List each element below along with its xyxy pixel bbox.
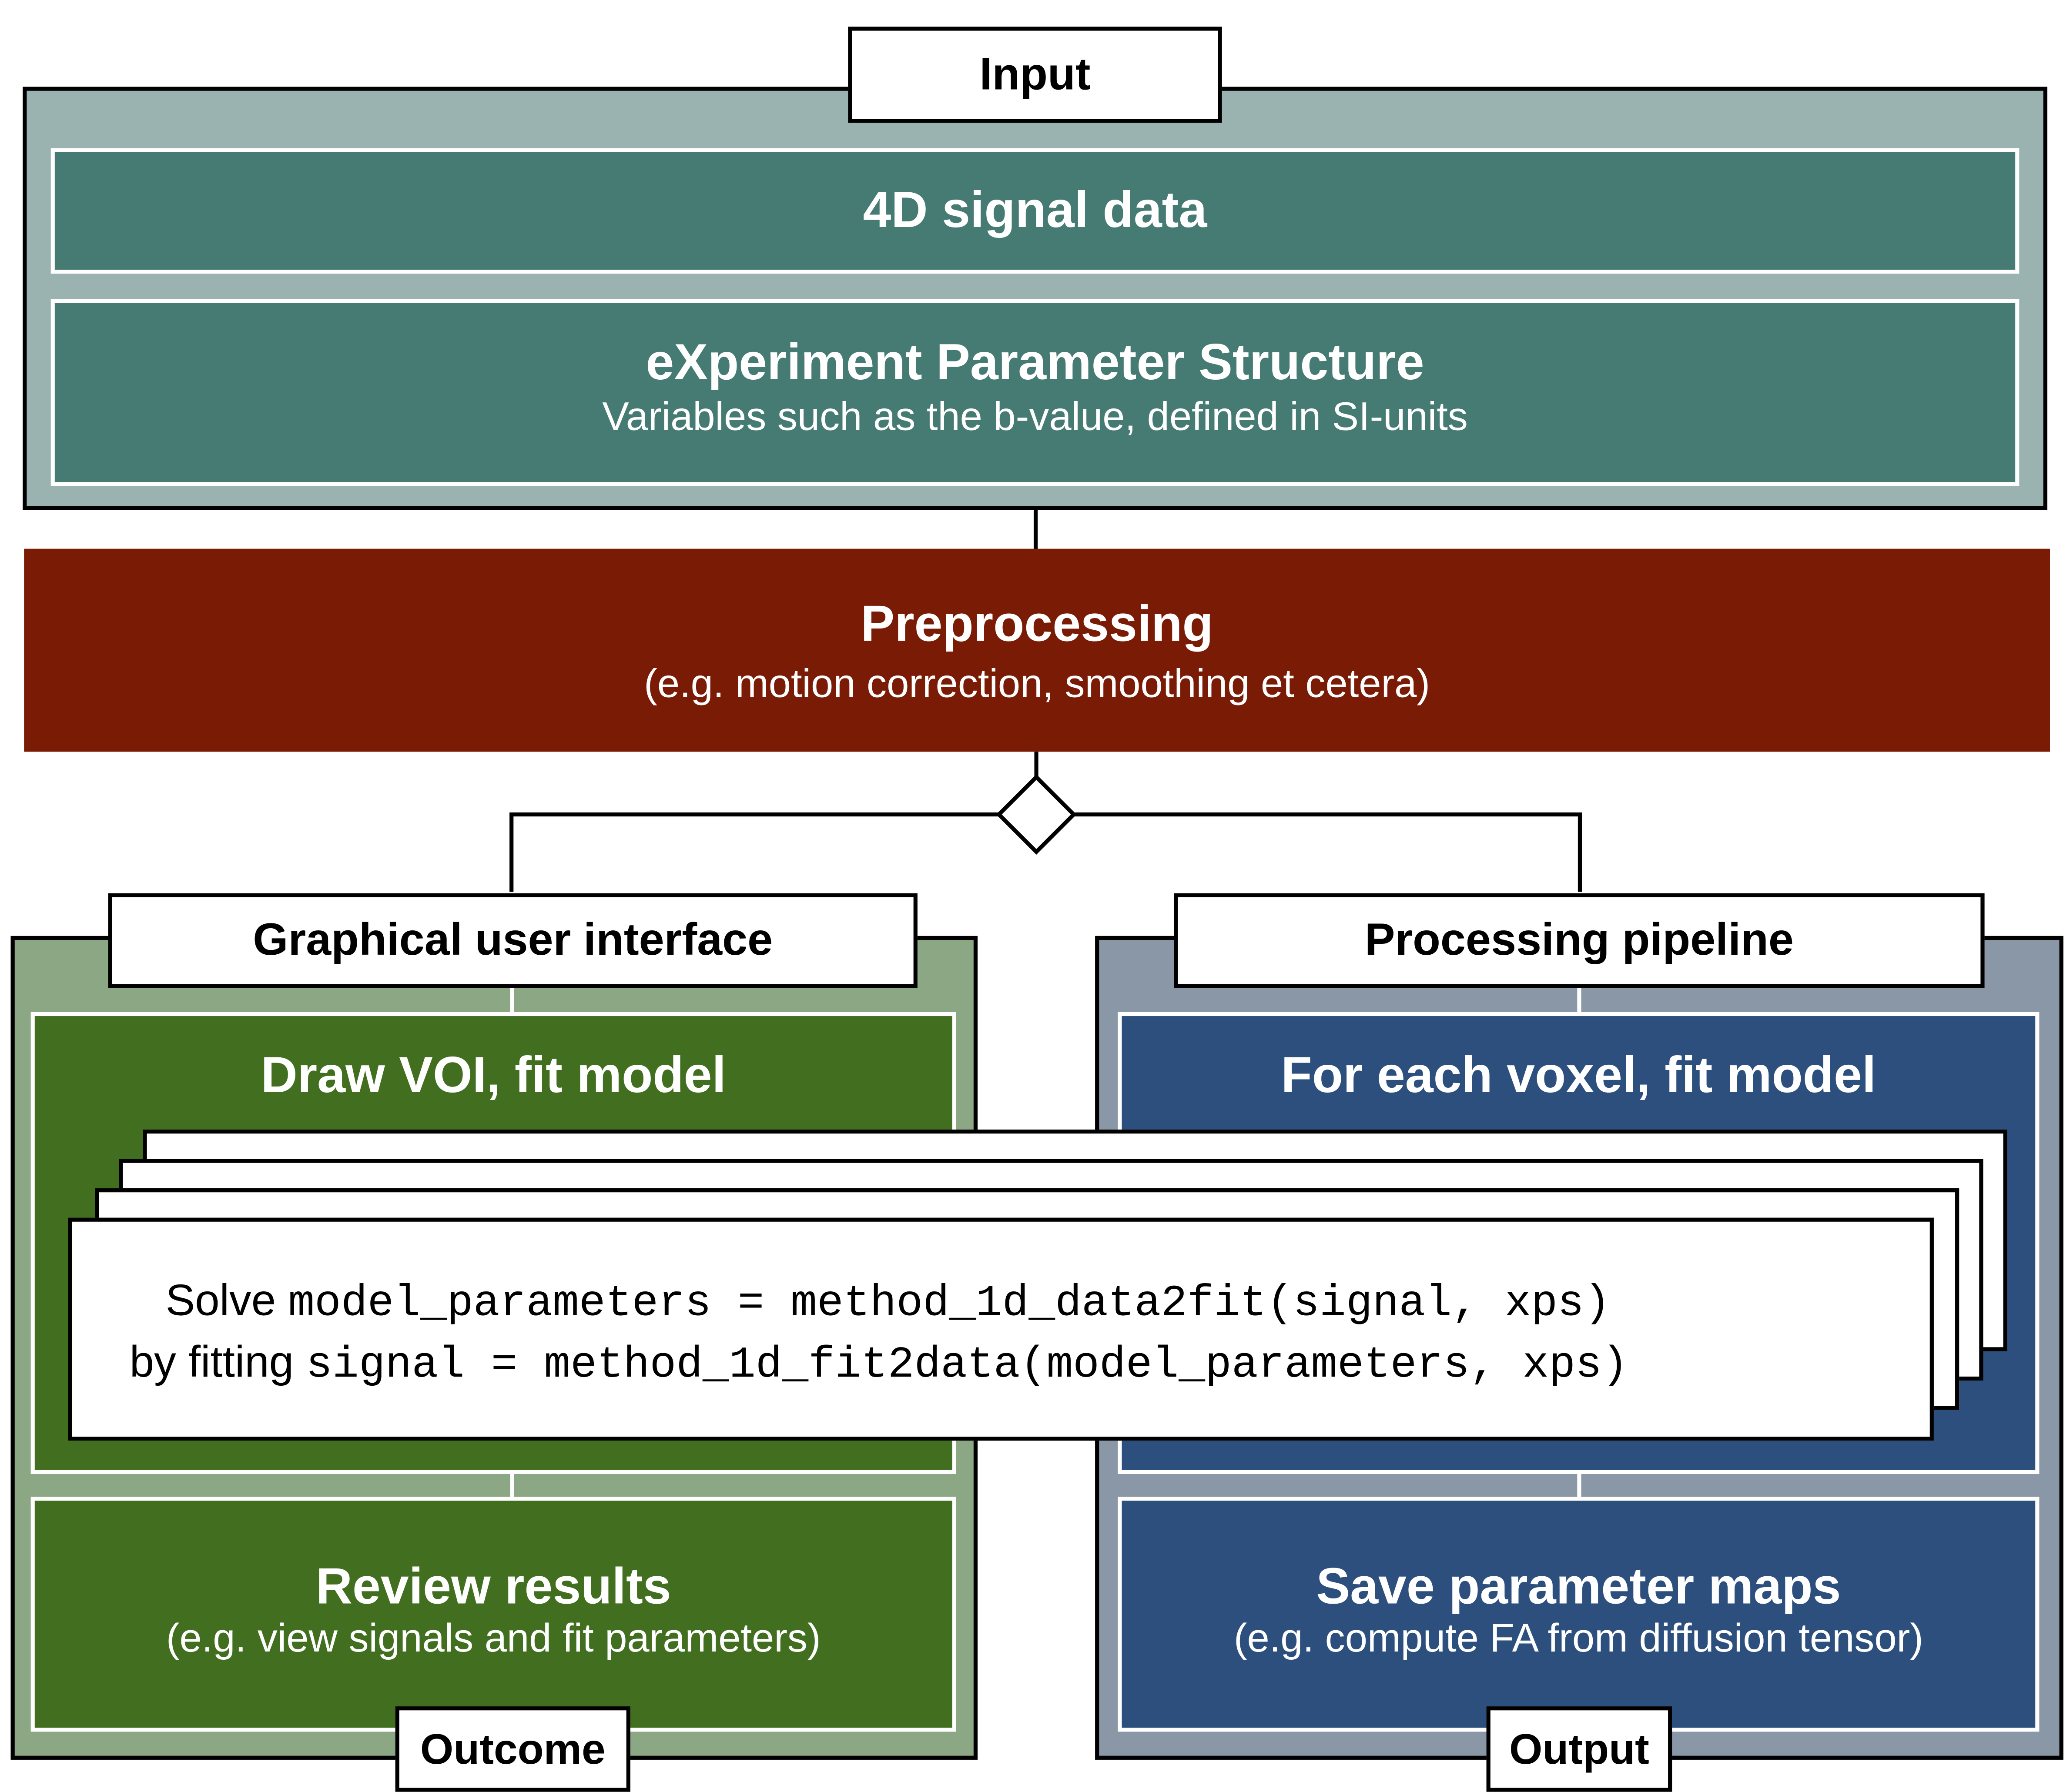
gui-tab-label: Graphical user interface <box>253 914 773 966</box>
pipeline-connector-top <box>1577 985 1581 1015</box>
pipeline-fit-title: For each voxel, fit model <box>1281 1048 1876 1104</box>
pipeline-connector-mid <box>1577 1471 1581 1501</box>
solver-line-1-prefix: Solve <box>165 1275 276 1325</box>
signal-data-title: 4D signal data <box>863 182 1207 238</box>
gui-fit-title: Draw VOI, fit model <box>261 1048 726 1104</box>
input-tab-label: Input <box>979 49 1091 100</box>
xps-subtitle: Variables such as the b-value, defined i… <box>602 395 1468 439</box>
xps-box: eXperiment Parameter Structure Variables… <box>50 299 2020 486</box>
gui-review-box: Review results (e.g. view signals and fi… <box>30 1497 956 1732</box>
connector-input-preprocessing <box>1033 508 1038 550</box>
solver-line-2-prefix: by fitting <box>129 1336 294 1386</box>
solver-line-1: Solve model_parameters = method_1d_data2… <box>166 1275 1611 1329</box>
solver-line-2: by fitting signal = method_1d_fit2data(m… <box>130 1337 1628 1390</box>
pipeline-save-title: Save parameter maps <box>1316 1559 1841 1616</box>
gui-connector-mid <box>510 1471 514 1501</box>
pipeline-save-box: Save parameter maps (e.g. compute FA fro… <box>1118 1497 2040 1732</box>
pipeline-tab-label: Processing pipeline <box>1364 914 1794 966</box>
gui-review-subtitle: (e.g. view signals and fit parameters) <box>166 1617 821 1661</box>
output-label-text: Output <box>1509 1724 1649 1773</box>
preprocessing-box: Preprocessing (e.g. motion correction, s… <box>24 548 2050 752</box>
branch-connector <box>509 752 1582 892</box>
pipeline-save-subtitle: (e.g. compute FA from diffusion tensor) <box>1233 1617 1923 1661</box>
diamond-icon <box>996 774 1077 855</box>
gui-tab: Graphical user interface <box>108 893 918 988</box>
output-label: Output <box>1486 1706 1672 1792</box>
signal-data-box: 4D signal data <box>50 148 2020 274</box>
pipeline-tab: Processing pipeline <box>1174 893 1985 988</box>
solver-line-2-code: signal = method_1d_fit2data(model_parame… <box>306 1340 1628 1390</box>
solver-card: Solve model_parameters = method_1d_data2… <box>68 1217 1934 1441</box>
input-tab: Input <box>848 27 1222 123</box>
gui-connector-top <box>510 985 514 1015</box>
preprocessing-subtitle: (e.g. motion correction, smoothing et ce… <box>644 662 1430 706</box>
solver-line-1-code: model_parameters = method_1d_data2fit(si… <box>288 1279 1611 1329</box>
preprocessing-title: Preprocessing <box>861 597 1213 653</box>
gui-review-title: Review results <box>315 1559 671 1616</box>
xps-title: eXperiment Parameter Structure <box>646 335 1424 391</box>
outcome-label-text: Outcome <box>420 1724 606 1773</box>
outcome-label: Outcome <box>395 1706 630 1792</box>
